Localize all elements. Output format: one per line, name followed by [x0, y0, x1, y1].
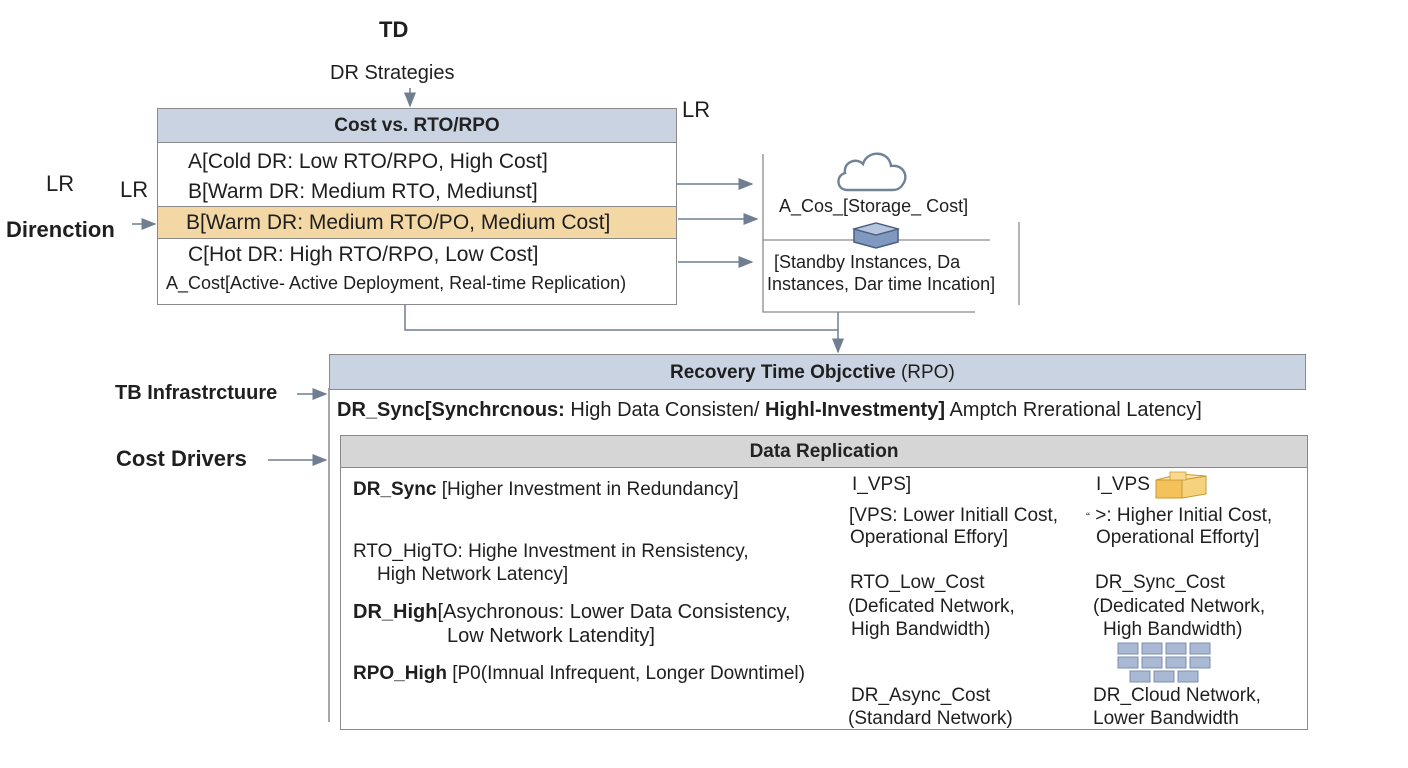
grid-blocks-icon	[1114, 640, 1214, 686]
rep-left-3b: Low Network Latendity]	[447, 625, 655, 647]
rep-left-1: DR_Sync [Higher Investment in Redundancy…	[353, 479, 738, 501]
direnction-label: Direnction	[6, 217, 115, 242]
cost-row-cold: A[Cold DR: Low RTO/RPO, High Cost]	[188, 150, 548, 173]
rto-sync-sep: /	[753, 399, 765, 421]
infra-label: TB Infrastrctuure	[115, 382, 277, 405]
dr-strategies-label: DR Strategies	[330, 62, 455, 84]
rep-right-sync2: (Dedicated Network,	[1093, 596, 1266, 617]
rep-mid-rto2: (Deficated Network,	[848, 596, 1015, 617]
rto-sync-bold: DR_Sync	[337, 399, 425, 421]
rep-right-cloud1: DR_Cloud Network,	[1093, 685, 1261, 706]
replication-title: Data Replication	[341, 436, 1307, 468]
rep-mid-vps1: [VPS: Lower Initiall Cost,	[849, 505, 1059, 526]
rto-title: Recovery Time Objcctive (RPO)	[670, 362, 955, 384]
rep-right-ivps: I_VPS	[1096, 474, 1150, 495]
box-icon	[1152, 470, 1210, 500]
td-label: TD	[379, 17, 409, 42]
cost-drivers-label: Cost Drivers	[116, 446, 247, 471]
rep-left-4-text: [P0(Imnual Infrequent, Longer Downtimel)	[452, 663, 805, 684]
cloud-icon	[833, 146, 913, 194]
rto-title-normal: (RPO)	[900, 362, 955, 383]
rep-mid-rto3: High Bandwidth)	[851, 619, 991, 640]
rep-left-3-text: [Asychronous: Lower Data Consistency,	[437, 601, 791, 623]
rep-right-hic1: “ >: Higher Initial Cost,	[1086, 505, 1272, 527]
storage-cost-label: A_Cos_[Storage_ Cost]	[779, 196, 969, 216]
cost-row-warm-highlight	[158, 206, 676, 239]
rto-sync-mid2: Highl-Investmenty]	[764, 399, 945, 421]
rep-left-3: DR_High[Asychronous: Lower Data Consiste…	[353, 601, 791, 624]
standby-instances-line1: [Standby Instances, Da	[774, 252, 961, 272]
cost-row-warm-medium: B[Warm DR: Medium RTO/PO, Medium Cost]	[186, 211, 611, 234]
rep-mid-async1: DR_Async_Cost	[851, 685, 991, 706]
rto-sync-rest2: Amptch Rrerational Latency]	[949, 399, 1202, 421]
cost-rto-title: Cost vs. RTO/RPO	[158, 109, 676, 143]
rto-sync-rest1: High Data Consisten	[570, 399, 754, 421]
standby-instances-line2: Instances, Dar time Incation]	[767, 274, 996, 294]
lr-label-left-1: LR	[46, 171, 75, 196]
rep-right-hic1-text: >: Higher Initial Cost,	[1095, 505, 1273, 526]
rep-right-cloud2: Lower Bandwidth	[1093, 708, 1239, 729]
rep-left-4: RPO_High [P0(Imnual Infrequent, Longer D…	[353, 663, 805, 685]
rto-header: Recovery Time Objcctive (RPO)	[329, 354, 1306, 390]
lr-label-right: LR	[682, 97, 711, 122]
cost-row-warm: B[Warm DR: Medium RTO, Mediunst]	[188, 180, 538, 203]
cost-rto-box: Cost vs. RTO/RPO A[Cold DR: Low RTO/RPO,…	[157, 108, 677, 305]
rep-mid-ivps: I_VPS]	[852, 474, 912, 495]
rep-left-2b: High Network Latency]	[377, 564, 569, 585]
rep-left-2: RTO_HigTO: Highe Investment in Rensisten…	[353, 541, 749, 562]
infra-label-text: TB Infrastrctuure	[115, 382, 278, 404]
arrow-cost-to-rto	[404, 305, 844, 354]
rep-mid-async2: (Standard Network)	[848, 708, 1013, 729]
rep-left-1-text: [Higher Investment in Redundancy]	[441, 479, 739, 500]
lr-label-left-2: LR	[120, 177, 149, 202]
rto-title-bold: Recovery Time Objcctive	[670, 362, 896, 383]
rto-sync-mid: [Synchrcnous:	[424, 399, 565, 421]
rep-right-sync3: High Bandwidth)	[1103, 619, 1243, 640]
rep-left-1-bold: DR_Sync	[353, 479, 437, 500]
rep-right-sync1: DR_Sync_Cost	[1095, 572, 1225, 593]
rep-left-4-bold: RPO_High	[353, 663, 447, 684]
rep-mid-rto1: RTO_Low_Cost	[850, 572, 985, 593]
cost-row-hot: C[Hot DR: High RTO/RPO, Low Cost]	[188, 243, 539, 266]
rep-mid-vps2: Operational Effory]	[850, 527, 1009, 548]
cost-row-active: A_Cost[Active- Active Deployment, Real-t…	[166, 273, 627, 293]
cloud-bracket	[762, 154, 975, 313]
rto-sync-line: DR_Sync[Synchrcnous: High Data Consisten…	[337, 399, 1202, 422]
rep-right-hic2: Operational Efforty]	[1096, 527, 1260, 548]
rep-right-quote: “	[1086, 510, 1090, 524]
rep-left-3-bold: DR_High	[353, 601, 438, 623]
server-icon	[850, 220, 902, 250]
